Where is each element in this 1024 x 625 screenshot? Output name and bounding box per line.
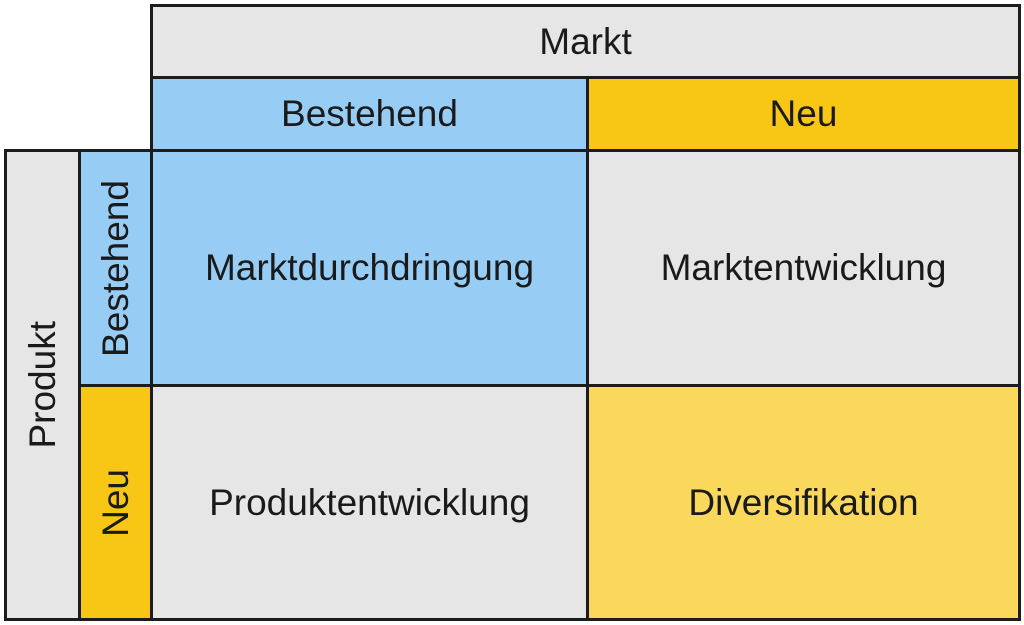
cell-product-development: Produktentwicklung <box>150 384 589 621</box>
product-title: Produkt <box>21 321 63 449</box>
product-new-label: Neu <box>94 468 136 537</box>
product-existing-label: Bestehend <box>94 179 136 357</box>
cell-market-development: Marktentwicklung <box>586 149 1021 387</box>
market-title: Markt <box>539 20 632 62</box>
cell-diversification: Diversifikation <box>586 384 1021 621</box>
product-existing-header: Bestehend <box>78 149 153 387</box>
cell-label: Diversifikation <box>688 481 919 523</box>
market-existing-label: Bestehend <box>281 93 458 134</box>
cell-label: Marktdurchdringung <box>204 247 535 288</box>
cell-label: Produktentwicklung <box>209 481 530 523</box>
product-new-header: Neu <box>78 384 153 621</box>
market-header: Markt <box>150 4 1021 79</box>
product-header: Produkt <box>4 149 81 621</box>
market-new-header: Neu <box>586 76 1021 152</box>
market-existing-header: Bestehend <box>150 76 589 152</box>
market-new-label: Neu <box>769 93 838 134</box>
cell-market-penetration: Marktdurchdringung <box>150 149 589 387</box>
cell-label: Marktentwicklung <box>660 247 947 288</box>
